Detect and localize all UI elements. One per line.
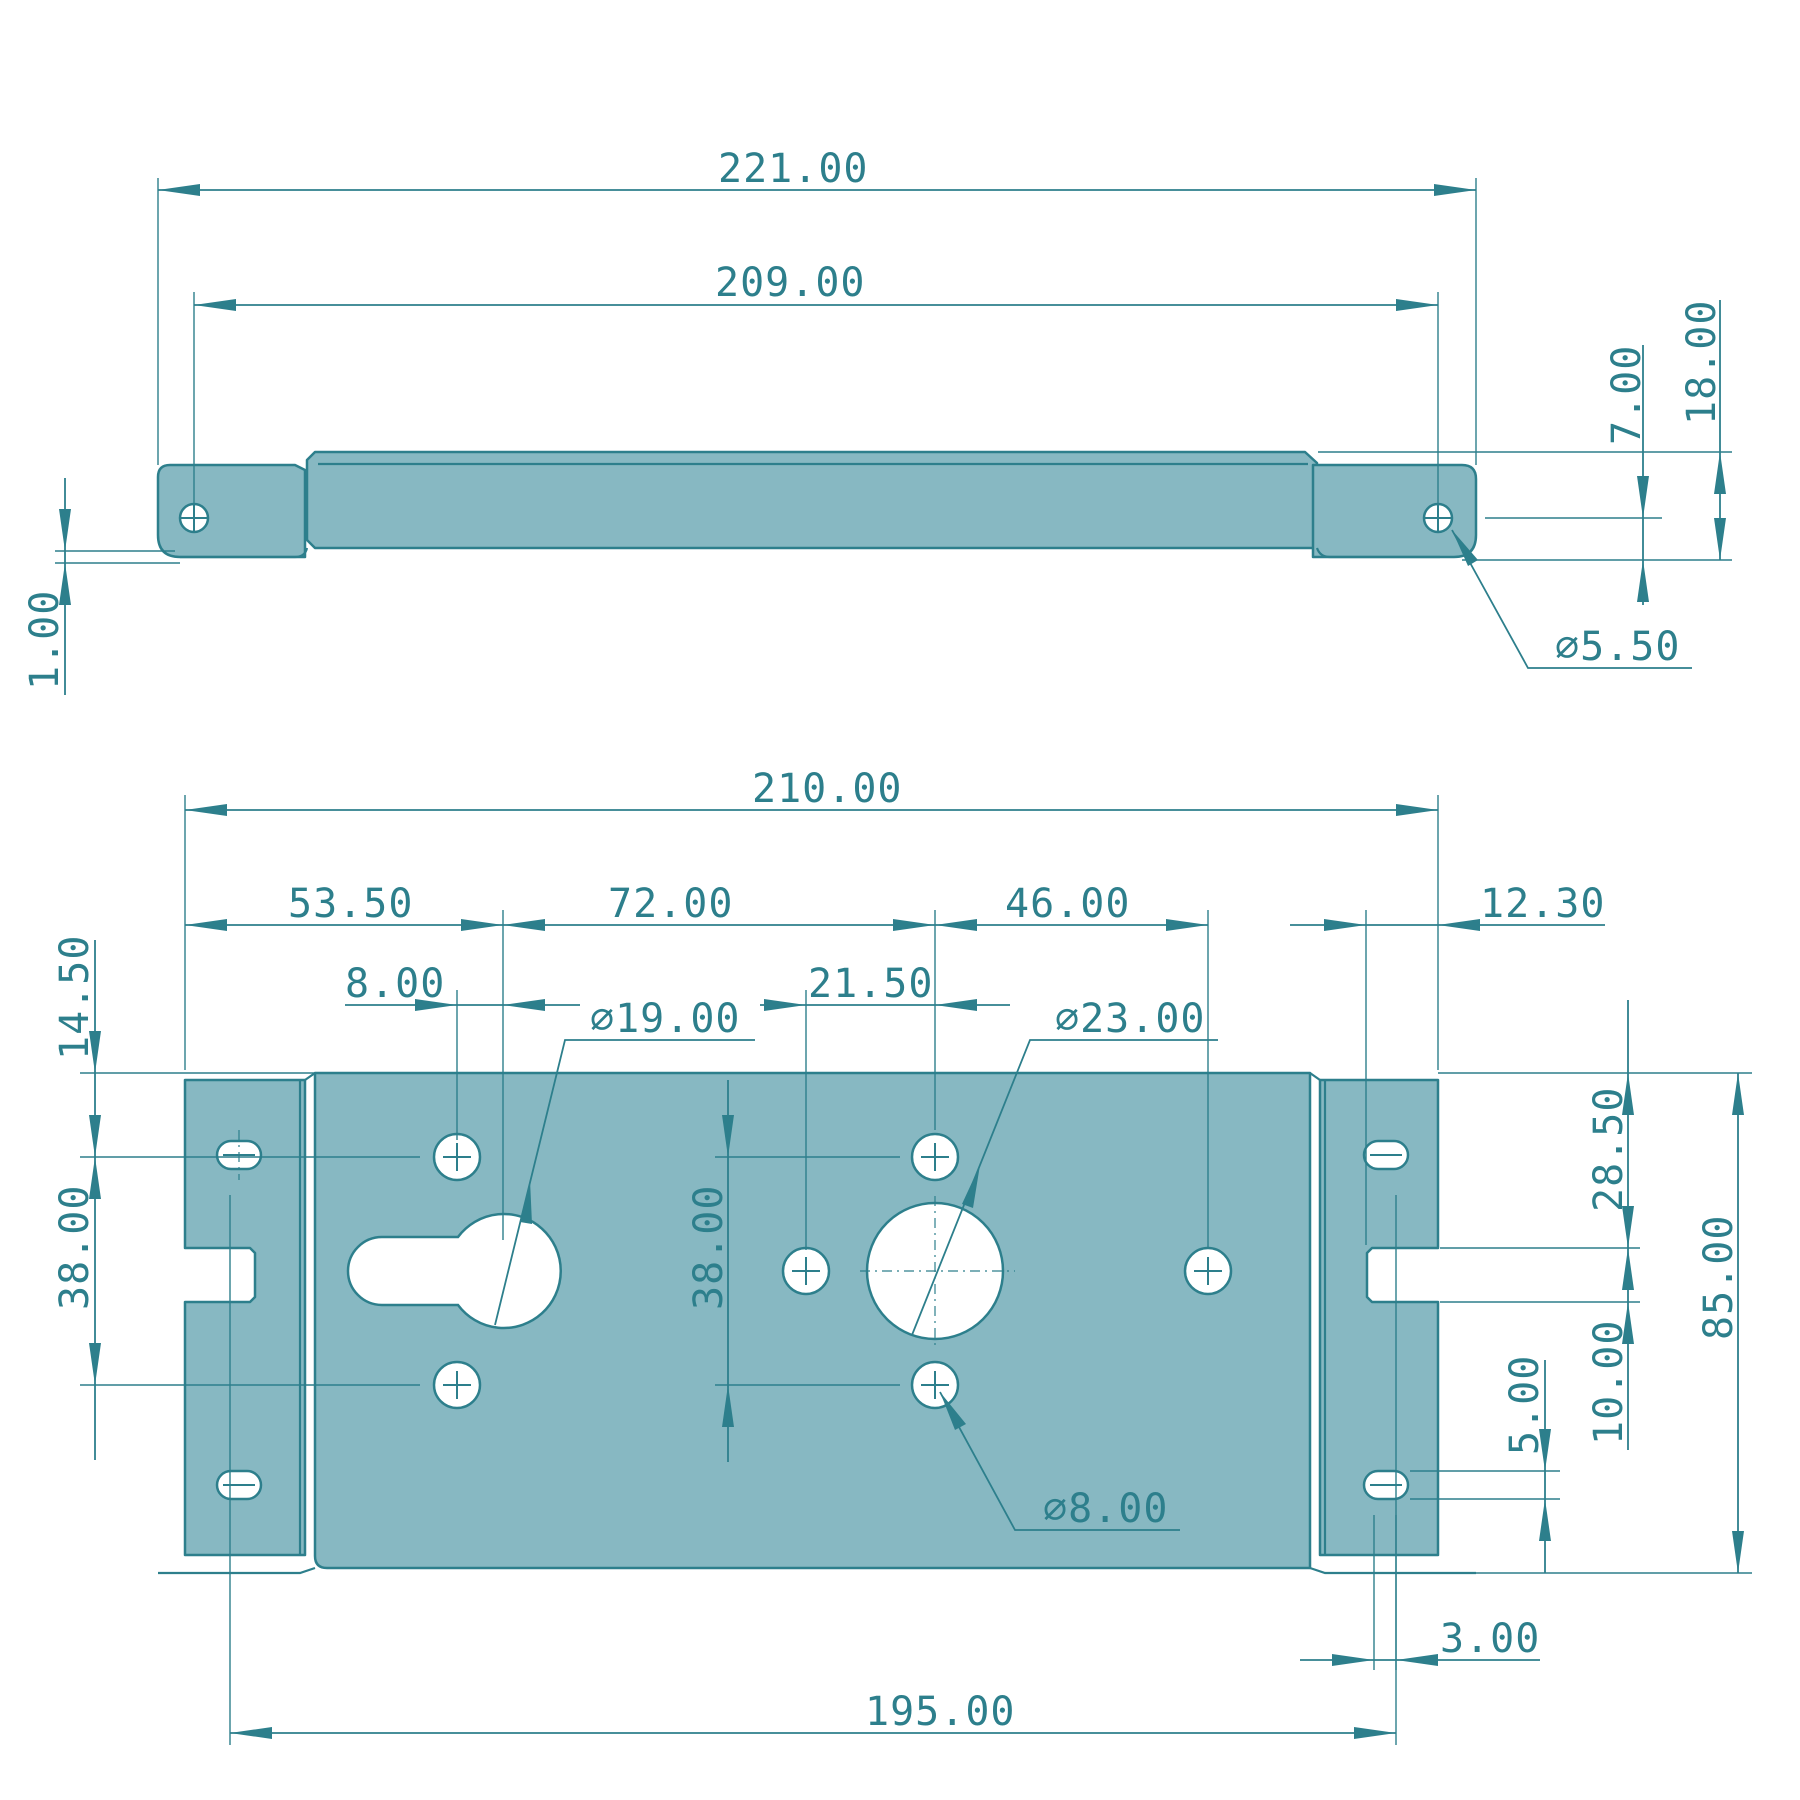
right-bent-lip	[1315, 547, 1440, 559]
left-flange-top	[156, 463, 307, 559]
top-view	[156, 450, 1478, 559]
dim-left-hole-spacing: 38.00	[52, 1185, 98, 1310]
dim-sheet-thickness: 1.00	[22, 590, 68, 690]
small-hole-crosses	[443, 1143, 1222, 1399]
top-left-hole-cross	[180, 504, 208, 532]
left-bend-line	[298, 1072, 316, 1555]
dim-overall-length: 221.00	[718, 146, 869, 192]
dim-overall-width: 210.00	[752, 766, 903, 812]
right-flange-face	[1318, 1078, 1440, 1557]
main-body-face	[313, 1071, 1312, 1570]
dim-12-30: 12.30	[1480, 881, 1605, 927]
right-flange-top	[1311, 463, 1478, 559]
dim-46-00: 46.00	[1005, 881, 1130, 927]
dim-small-hole-diameter: ∅8.00	[1043, 1486, 1168, 1532]
bottom-lip	[158, 1566, 1476, 1575]
dim-slot-width: 10.00	[1586, 1320, 1632, 1445]
dim-left-top-offset: 14.50	[52, 935, 98, 1060]
top-view-dimensions: 221.00 209.00 7.00 18.00 1.00 ∅5.50	[22, 146, 1732, 695]
dim-slot-length: 3.00	[1440, 1616, 1540, 1662]
dim-53-50: 53.50	[288, 881, 413, 927]
dim-total-height: 18.00	[1679, 300, 1725, 425]
dim-21-50: 21.50	[808, 961, 933, 1007]
left-flange-face	[183, 1078, 307, 1557]
left-bent-lip	[180, 547, 309, 559]
dim-center-hole-spacing: 38.00	[686, 1185, 732, 1310]
dim-hole-spacing: 209.00	[715, 260, 866, 306]
dim-hole-diameter: ∅5.50	[1555, 624, 1680, 670]
right-bend-line	[1309, 1072, 1327, 1555]
dim-8-00: 8.00	[345, 961, 445, 1007]
front-view-dimensions: 210.00 53.50 72.00 46.00 12.30 8.00 21.5…	[52, 766, 1752, 1745]
dim-right-top-offset: 28.50	[1586, 1087, 1632, 1212]
dim-cylinder-diameter: ∅19.00	[590, 996, 741, 1042]
cylinder-keyhole	[346, 1212, 562, 1330]
front-view	[158, 1071, 1476, 1575]
dim-72-00: 72.00	[608, 881, 733, 927]
dim-slot-hole-bottom: 5.00	[1502, 1355, 1548, 1455]
dim-bottom-hole-spacing: 195.00	[865, 1689, 1016, 1735]
dim-spindle-diameter: ∅23.00	[1055, 996, 1206, 1042]
dim-hole-height: 7.00	[1604, 345, 1650, 445]
channel-top	[305, 450, 1319, 550]
dim-overall-height: 85.00	[1696, 1215, 1742, 1340]
top-right-hole-cross	[1424, 504, 1452, 532]
